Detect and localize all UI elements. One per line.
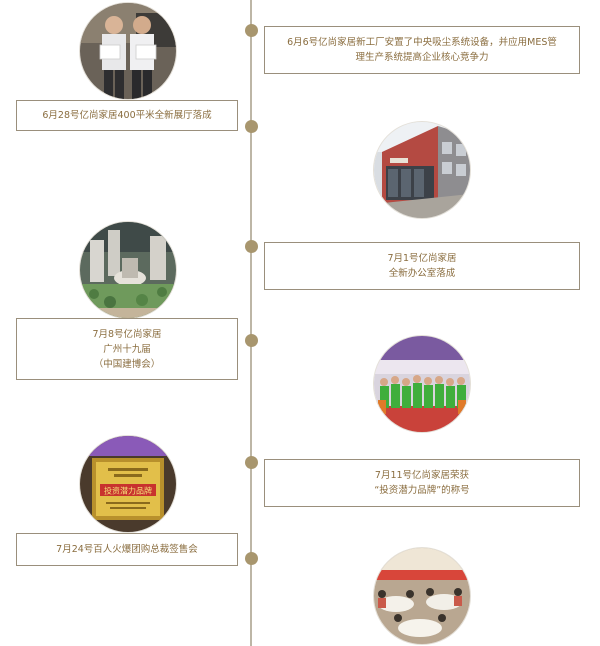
timeline-dot-3 — [245, 240, 258, 253]
timeline-dot-6 — [245, 552, 258, 565]
event-4-line-1: 7月8号亿尚家居 — [92, 328, 162, 340]
event-1-line-1: 6月6号亿尚家居新工厂安置了中央吸尘系统设备，并应用MES管 — [287, 37, 557, 48]
banquet-hall-photo-icon — [374, 548, 470, 644]
event-5-line-1: 7月11号亿尚家居荣获 — [374, 470, 470, 481]
event-card-5: 7月11号亿尚家居荣获 “投资潜力品牌”的称号 — [264, 459, 580, 507]
event-3-line-2: 全新办公室落成 — [388, 268, 456, 279]
event-card-6: 7月24号百人火爆团购总裁签售会 — [16, 533, 238, 566]
event-card-2: 6月28号亿尚家居400平米全新展厅落成 — [16, 100, 238, 131]
office-building-photo-icon — [374, 122, 470, 218]
award-handshake-photo-icon — [80, 3, 176, 99]
event-card-3: 7月1号亿尚家居 全新办公室落成 — [264, 242, 580, 290]
event-card-1: 6月6号亿尚家居新工厂安置了中央吸尘系统设备，并应用MES管 理生产系统提高企业… — [264, 26, 580, 74]
event-3-line-1: 7月1号亿尚家居 — [387, 253, 457, 264]
event-5-line-2: “投资潜力品牌”的称号 — [374, 485, 470, 496]
event-4-line-2: 广州十九届 — [103, 343, 151, 355]
event-1-line-2: 理生产系统提高企业核心竞争力 — [355, 52, 489, 63]
event-4-line-3: （中国建博会） — [93, 358, 161, 370]
event-card-4: 7月8号亿尚家居 广州十九届 （中国建博会） — [16, 318, 238, 380]
timeline-axis — [250, 0, 252, 646]
team-group-photo-icon — [374, 336, 470, 432]
timeline-dot-5 — [245, 456, 258, 469]
event-6-line-1: 7月24号百人火爆团购总裁签售会 — [56, 544, 198, 555]
certificate-plaque-photo-icon: 投资潜力品牌 — [80, 436, 176, 532]
exhibition-model-photo-icon — [80, 222, 176, 318]
timeline-dot-4 — [245, 334, 258, 347]
timeline-dot-2 — [245, 120, 258, 133]
timeline-dot-1 — [245, 24, 258, 37]
plaque-text: 投资潜力品牌 — [104, 486, 152, 496]
event-2-line-1: 6月28号亿尚家居400平米全新展厅落成 — [42, 110, 212, 121]
